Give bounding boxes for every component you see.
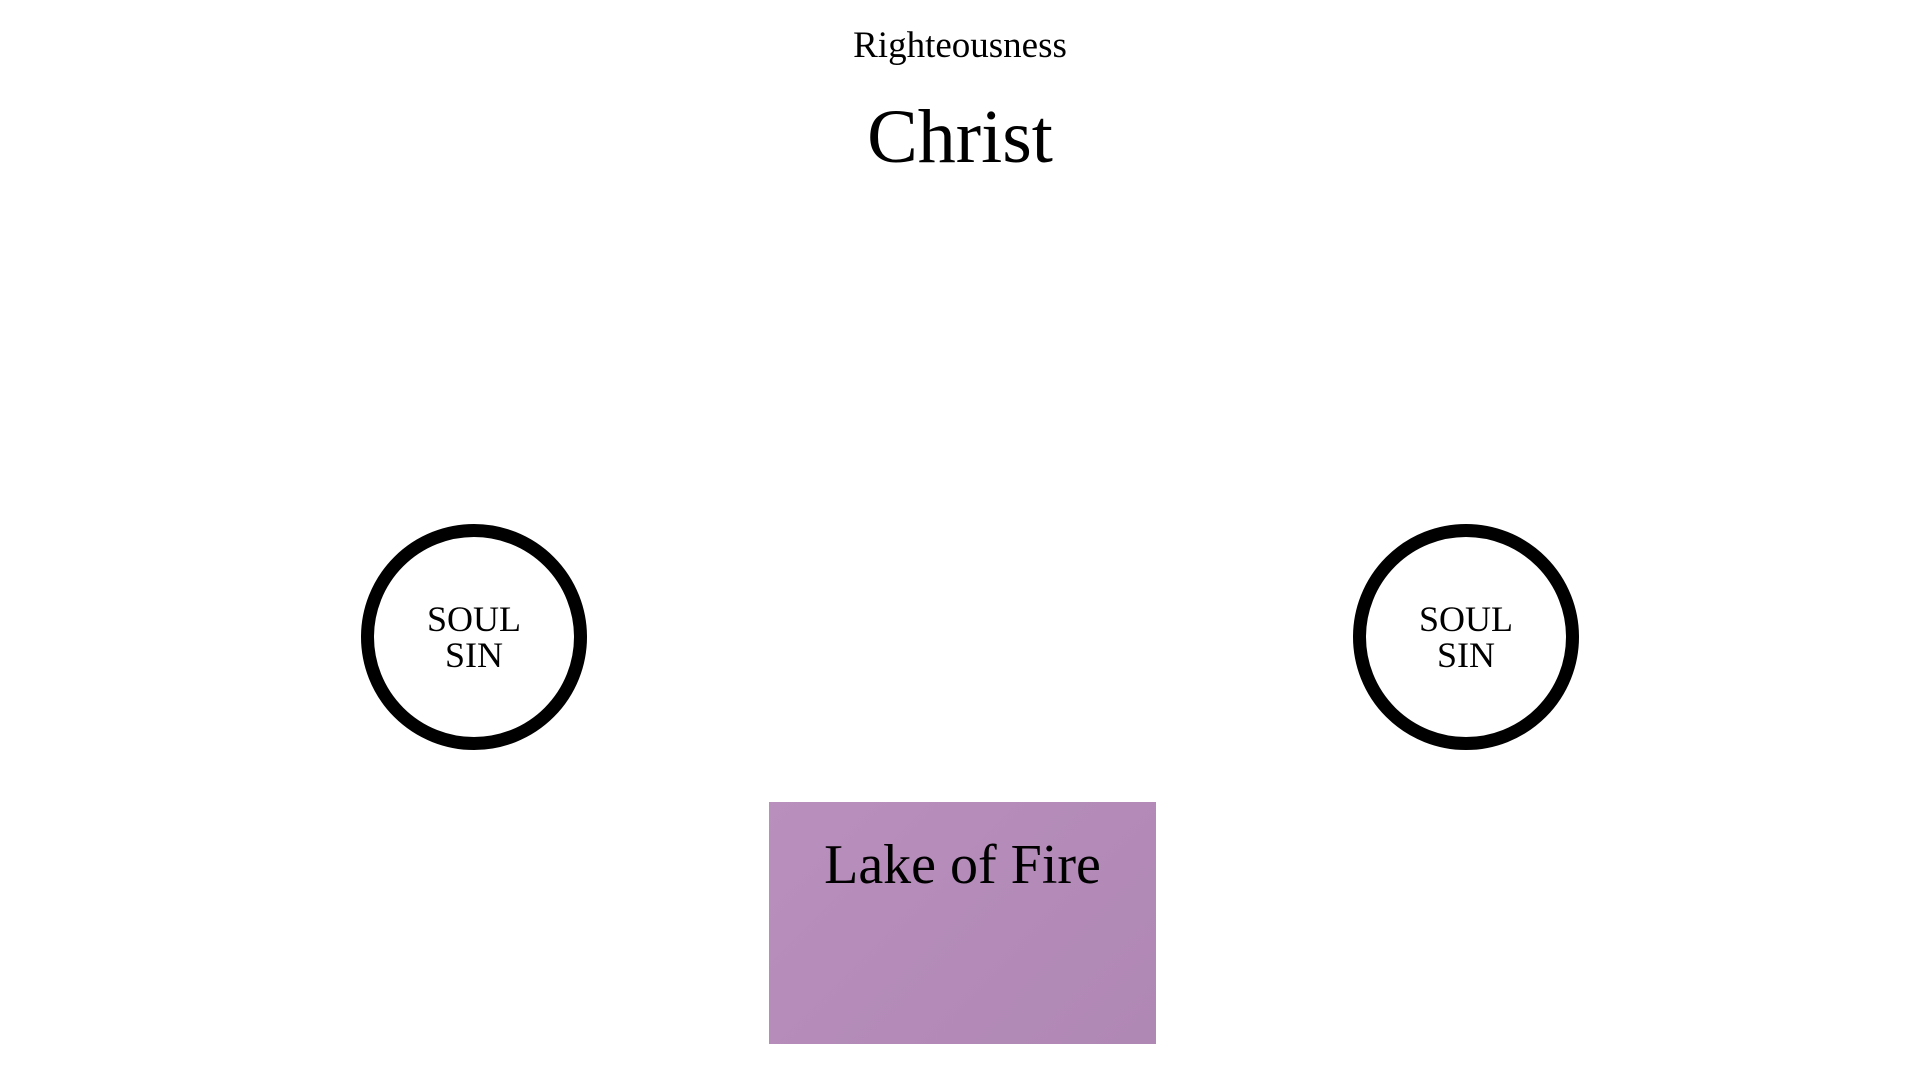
- left-soul-circle: SOUL SIN: [361, 524, 587, 750]
- lake-of-fire-box: Lake of Fire: [769, 802, 1156, 1044]
- right-soul-label: SOUL: [1418, 599, 1513, 639]
- right-sin-label: SIN: [1436, 635, 1495, 675]
- left-sin-label: SIN: [444, 635, 503, 675]
- lake-of-fire-label: Lake of Fire: [824, 834, 1101, 896]
- christ-title: Christ: [867, 95, 1053, 179]
- righteousness-label: Righteousness: [853, 25, 1067, 66]
- right-soul-circle: SOUL SIN: [1353, 524, 1579, 750]
- left-soul-label: SOUL: [426, 599, 521, 639]
